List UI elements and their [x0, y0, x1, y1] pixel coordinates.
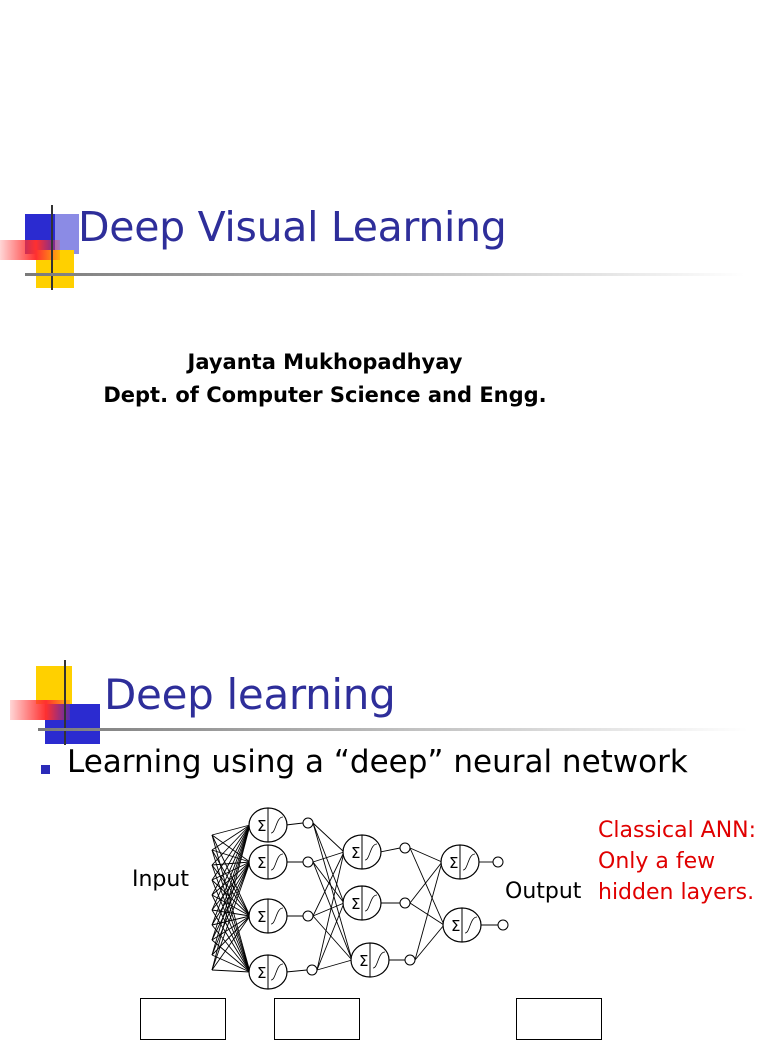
- connection-line: [211, 861, 251, 926]
- connection-line: [211, 849, 251, 863]
- bottom-box: [516, 998, 602, 1040]
- summation-neuron-icon: Σ: [351, 895, 360, 913]
- summation-neuron-icon: Σ: [257, 817, 266, 835]
- connection-line: [211, 824, 251, 881]
- activation-curve: [270, 816, 284, 834]
- connection-line: [211, 824, 251, 851]
- connection-line: [211, 824, 251, 896]
- note-line: Only a few: [598, 849, 716, 874]
- output-node: [302, 856, 314, 868]
- connection-line: [312, 902, 345, 917]
- connection-line: [285, 822, 304, 826]
- activation-curve: [364, 843, 378, 861]
- summation-neuron-icon: Σ: [257, 964, 266, 982]
- connection-line: [414, 861, 443, 961]
- connection-line: [211, 824, 251, 971]
- connection-line: [409, 902, 445, 926]
- connection-line: [409, 847, 445, 926]
- connection-line: [211, 861, 251, 971]
- connection-line: [211, 824, 251, 941]
- bullet-text: Learning using a “deep” neural network: [67, 744, 688, 780]
- author-department: Dept. of Computer Science and Engg.: [103, 383, 547, 407]
- connection-line: [211, 861, 251, 881]
- classical-ann-note: Classical ANN: Only a few hidden layers.: [598, 815, 756, 908]
- connection-line: [211, 861, 251, 866]
- summation-neuron-icon: Σ: [359, 952, 368, 970]
- title-logo-icon: [0, 205, 745, 290]
- connection-line: [211, 954, 251, 973]
- connection-line: [312, 851, 345, 917]
- connection-line: [211, 969, 251, 973]
- output-node: [404, 954, 416, 966]
- output-node: [302, 910, 314, 922]
- connection-line: [211, 824, 251, 866]
- connection-line: [316, 902, 345, 971]
- connection-line: [211, 909, 251, 917]
- output-node: [497, 919, 509, 931]
- connection-line: [316, 959, 353, 971]
- output-node: [492, 856, 504, 868]
- title-slide: Deep Visual Learning Jayanta Mukhopadhya…: [0, 203, 745, 407]
- output-node: [302, 817, 314, 829]
- connection-line: [211, 915, 251, 926]
- output-node: [399, 842, 411, 854]
- connection-line: [211, 915, 251, 941]
- output-node: [306, 964, 318, 976]
- connection-line: [211, 834, 251, 863]
- connection-line: [211, 861, 251, 956]
- connection-line: [211, 915, 251, 956]
- connection-line: [312, 915, 353, 961]
- connection-line: [211, 861, 251, 941]
- connection-line: [211, 861, 251, 896]
- activation-curve: [462, 853, 476, 871]
- connection-line: [211, 824, 251, 956]
- activation-curve: [270, 963, 284, 981]
- note-line: Classical ANN:: [598, 818, 757, 843]
- connection-line: [211, 824, 251, 836]
- connection-line: [312, 822, 345, 904]
- connection-line: [211, 824, 251, 926]
- slide-title: Deep Visual Learning: [78, 203, 507, 251]
- connection-line: [211, 861, 251, 911]
- connection-line: [379, 847, 401, 853]
- summation-neuron-icon: Σ: [451, 917, 460, 935]
- bottom-box: [274, 998, 360, 1040]
- connection-line: [211, 915, 251, 971]
- connection-line: [312, 861, 353, 961]
- summation-neuron-icon: Σ: [449, 854, 458, 872]
- activation-curve: [364, 894, 378, 912]
- connection-line: [211, 824, 251, 911]
- connection-line: [285, 969, 308, 973]
- slide2-title: Deep learning: [104, 670, 396, 719]
- connection-line: [312, 822, 345, 853]
- activation-curve: [372, 951, 386, 969]
- author-name: Jayanta Mukhopadhyay: [187, 350, 463, 374]
- output-node: [399, 897, 411, 909]
- input-label: Input: [132, 867, 189, 892]
- summation-neuron-icon: Σ: [257, 908, 266, 926]
- summation-neuron-icon: Σ: [351, 844, 360, 862]
- bullet-square-icon: [41, 765, 50, 774]
- connection-line: [409, 847, 443, 863]
- connection-line: [312, 822, 353, 961]
- activation-curve: [464, 916, 478, 934]
- bottom-box: [140, 998, 226, 1040]
- summation-neuron-icon: Σ: [257, 854, 266, 872]
- activation-curve: [270, 907, 284, 925]
- output-label: Output: [505, 879, 582, 904]
- connection-line: [316, 851, 345, 971]
- note-line: hidden layers.: [598, 880, 755, 905]
- activation-curve: [270, 853, 284, 871]
- connection-line: [211, 894, 251, 917]
- connection-line: [312, 861, 345, 904]
- connection-line: [312, 851, 345, 863]
- connection-line: [414, 924, 445, 961]
- connection-line: [409, 861, 443, 904]
